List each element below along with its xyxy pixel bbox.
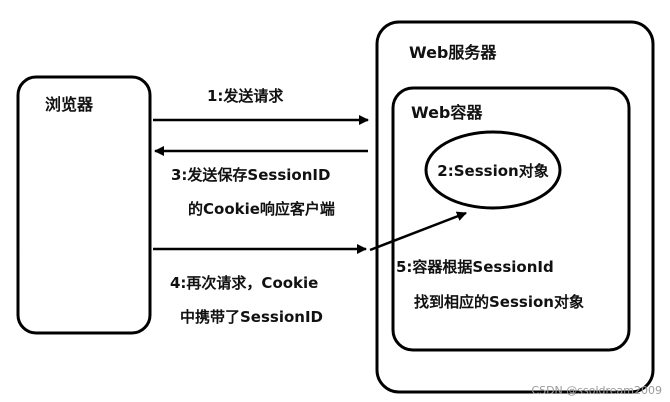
browser-label: 浏览器 — [45, 95, 94, 114]
web-server-label: Web服务器 — [409, 43, 497, 62]
find-session-label-line1: 5:容器根据SessionId — [396, 258, 554, 276]
find-session-label-line2: 找到相应的Session对象 — [414, 293, 584, 311]
browser-box — [16, 75, 152, 335]
session-object-ellipse — [424, 130, 562, 210]
request-again-label-line2: 中携带了SessionID — [180, 308, 323, 326]
send-sessionid-label-line2: 的Cookie响应客户端 — [188, 200, 335, 218]
find-session-arrow — [369, 211, 467, 252]
request-again-label-line1: 4:再次请求，Cookie — [170, 274, 318, 292]
send-request-label: 1:发送请求 — [207, 87, 284, 105]
web-container-label: Web容器 — [411, 103, 483, 122]
watermark: CSDN @ssoldream2009 — [531, 384, 662, 397]
send-sessionid-label-line1: 3:发送保存SessionID — [171, 166, 330, 184]
session-object-label: 2:Session对象 — [437, 162, 548, 180]
